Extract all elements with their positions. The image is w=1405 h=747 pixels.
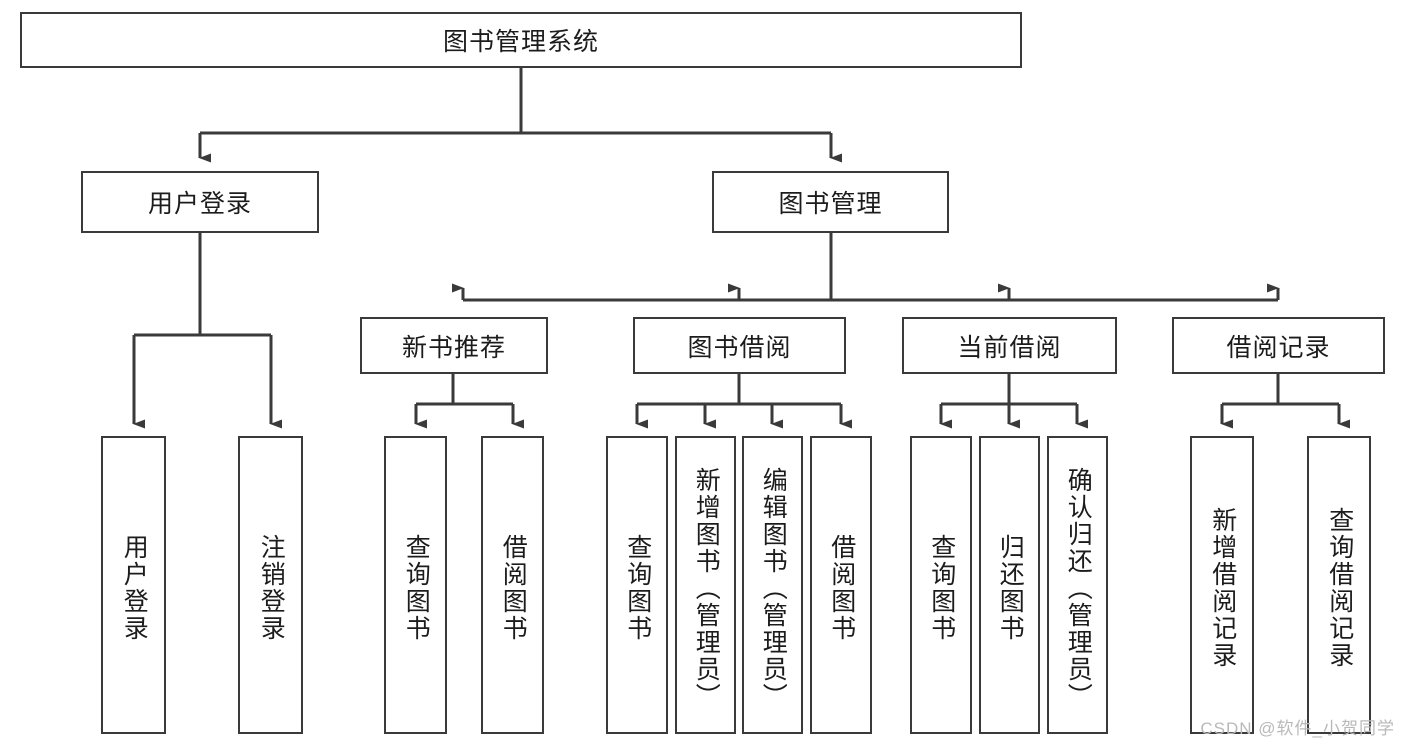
node-user-login-label: 用户登录: [147, 190, 252, 218]
node-borrow-record[interactable]: 借阅记录: [1172, 317, 1385, 374]
leaf-add-book[interactable]: 新增图书（管理员）: [675, 436, 736, 734]
leaf-add-record[interactable]: 新增借阅记录: [1190, 436, 1254, 734]
leaf-query-book-3[interactable]: 查询图书: [910, 436, 972, 734]
leaf-confirm-return[interactable]: 确认归还（管理员）: [1047, 436, 1108, 734]
node-borrow-record-label: 借阅记录: [1226, 333, 1331, 362]
csdn-watermark: CSDN @软件_小贺同学: [1200, 719, 1395, 738]
leaf-logout-login-label: 注销登录: [257, 534, 286, 642]
leaf-borrow-book-2[interactable]: 借阅图书: [810, 436, 872, 734]
node-book-manage[interactable]: 图书管理: [712, 171, 949, 233]
leaf-borrow-book-1-label: 借阅图书: [499, 534, 528, 642]
leaf-edit-book-label: 编辑图书（管理员）: [759, 466, 788, 710]
leaf-edit-book[interactable]: 编辑图书（管理员）: [742, 436, 803, 734]
leaf-return-book[interactable]: 归还图书: [979, 436, 1040, 734]
leaf-query-book-1-label: 查询图书: [402, 534, 431, 642]
node-current-borrow-label: 当前借阅: [957, 333, 1062, 362]
node-root[interactable]: 图书管理系统: [20, 12, 1022, 68]
leaf-logout-login[interactable]: 注销登录: [238, 436, 303, 734]
node-book-borrow-label: 图书借阅: [687, 333, 792, 362]
leaf-return-book-label: 归还图书: [996, 534, 1025, 642]
leaf-add-record-label: 新增借阅记录: [1208, 507, 1237, 669]
leaf-user-login[interactable]: 用户登录: [101, 436, 166, 734]
leaf-borrow-book-2-label: 借阅图书: [827, 534, 856, 642]
leaf-query-book-3-label: 查询图书: [927, 534, 956, 642]
leaf-borrow-book-1[interactable]: 借阅图书: [481, 436, 544, 734]
leaf-user-login-label: 用户登录: [120, 534, 149, 642]
leaf-query-book-1[interactable]: 查询图书: [384, 436, 447, 734]
node-user-login[interactable]: 用户登录: [81, 171, 319, 233]
leaf-add-book-label: 新增图书（管理员）: [692, 466, 721, 710]
leaf-query-book-2-label: 查询图书: [623, 534, 652, 642]
node-root-label: 图书管理系统: [442, 28, 599, 56]
leaf-query-record-label: 查询借阅记录: [1325, 507, 1354, 669]
leaf-query-record[interactable]: 查询借阅记录: [1307, 436, 1371, 734]
node-current-borrow[interactable]: 当前借阅: [902, 317, 1117, 374]
node-book-manage-label: 图书管理: [778, 190, 883, 218]
node-new-book-recommend[interactable]: 新书推荐: [360, 317, 548, 374]
leaf-query-book-2[interactable]: 查询图书: [606, 436, 668, 734]
leaf-confirm-return-label: 确认归还（管理员）: [1064, 466, 1093, 710]
node-book-borrow[interactable]: 图书借阅: [633, 317, 846, 374]
node-new-book-recommend-label: 新书推荐: [401, 333, 506, 362]
